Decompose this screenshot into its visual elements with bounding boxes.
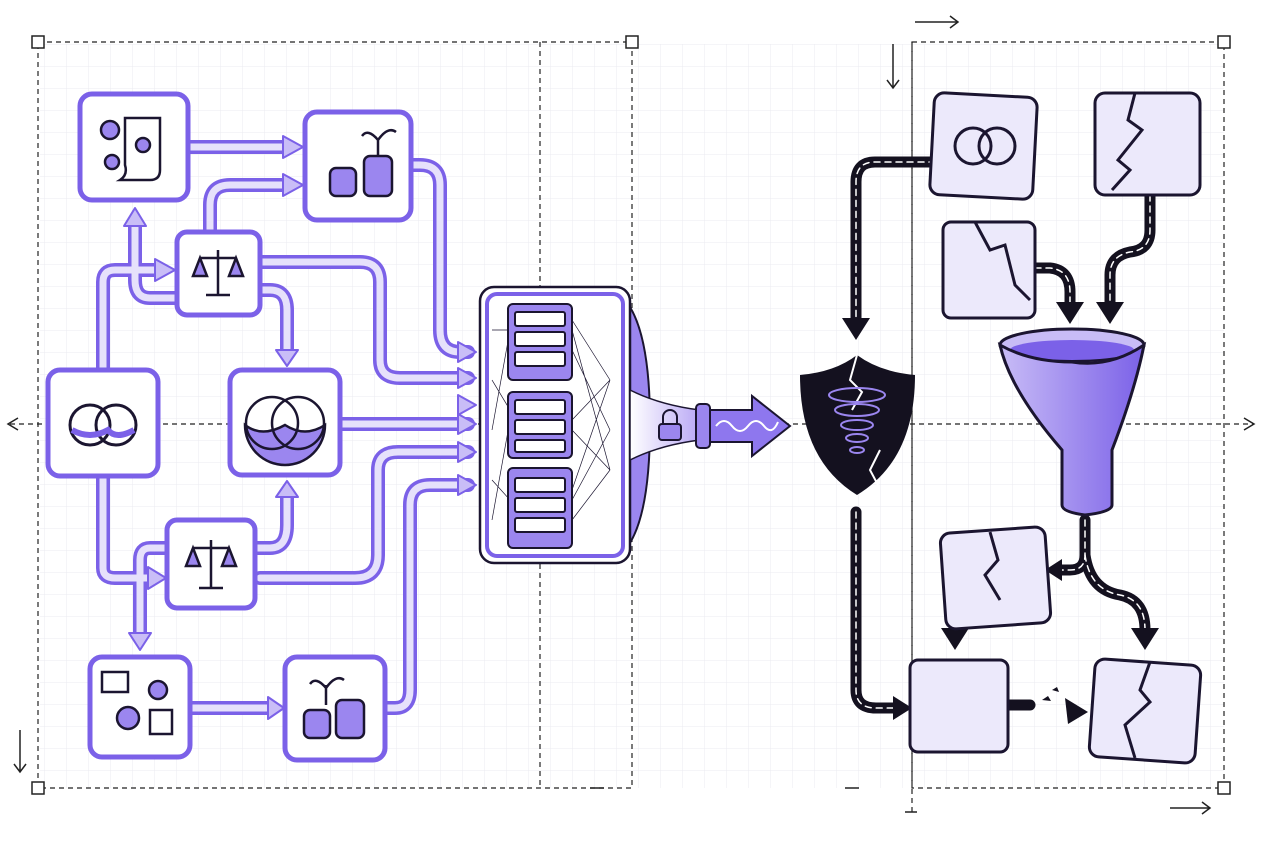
node-coins-plant[interactable] — [302, 109, 414, 223]
server-hub[interactable] — [478, 285, 711, 565]
guide-arrows — [6, 15, 1256, 815]
node-scales[interactable] — [174, 229, 263, 318]
node-rings-right[interactable] — [928, 91, 1039, 201]
interlocked-rings-icon — [953, 126, 1017, 166]
document-gears-icon — [100, 670, 174, 736]
venn-icon — [243, 395, 327, 467]
coins-plant-icon — [302, 677, 366, 740]
interlocked-rings-icon — [68, 403, 138, 447]
node-coins-plant-2[interactable] — [282, 654, 388, 763]
node-interlocked-rings[interactable] — [45, 367, 161, 479]
scales-icon — [191, 250, 245, 297]
node-document-gears[interactable] — [87, 654, 193, 760]
lock-icon — [658, 409, 682, 441]
broken-card-lower-left[interactable] — [938, 525, 1053, 631]
broken-card-top-right[interactable] — [1093, 91, 1202, 197]
neural-mesh — [491, 319, 611, 521]
broken-card-bottom-right[interactable] — [1087, 657, 1203, 765]
broken-shield-tornado-icon[interactable] — [800, 354, 915, 495]
empty-card[interactable] — [908, 658, 1010, 754]
scales-icon — [184, 540, 238, 590]
frame-handles[interactable] — [31, 35, 1231, 795]
node-venn[interactable] — [227, 367, 343, 478]
server-stack-icon — [507, 303, 573, 549]
node-gears-document[interactable] — [77, 91, 191, 203]
tick-marks — [590, 787, 917, 813]
coins-plant-icon — [328, 129, 397, 198]
arrow-right-icon — [709, 393, 792, 459]
node-scales-2[interactable] — [164, 517, 258, 611]
gears-document-icon — [99, 116, 162, 182]
flow-pipes — [96, 135, 477, 720]
funnel-icon[interactable] — [997, 327, 1147, 517]
broken-card-mid[interactable] — [941, 220, 1037, 320]
